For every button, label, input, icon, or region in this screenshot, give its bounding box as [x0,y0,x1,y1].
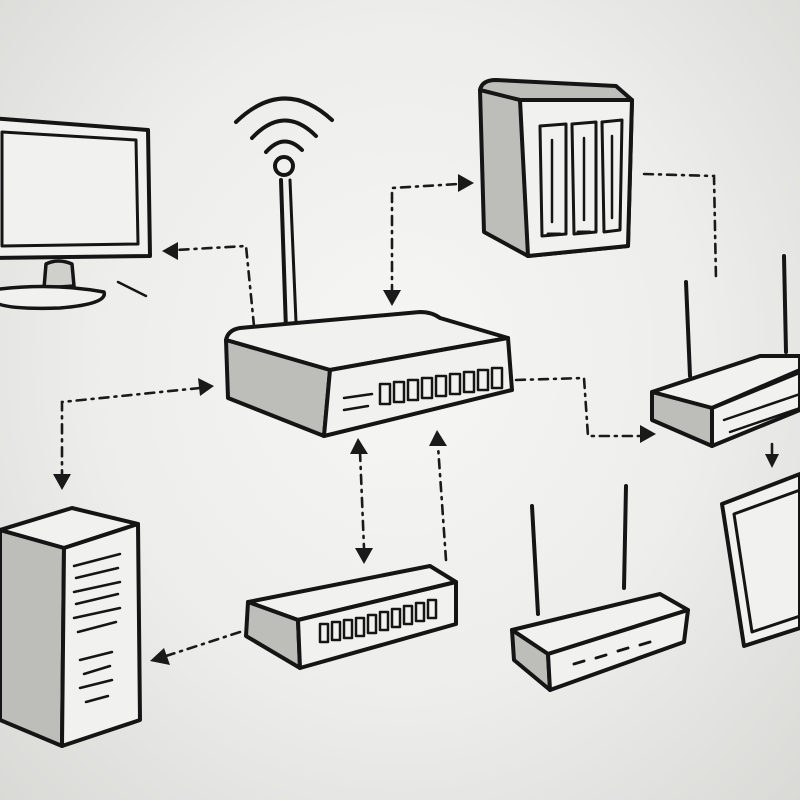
monitor-top-left[interactable] [0,116,152,311]
link-router-nas [390,182,460,296]
tablet-right[interactable] [720,472,800,648]
link-router-switch [358,450,366,550]
arrow-head [355,548,373,564]
switch-bottom[interactable] [244,564,458,670]
arrow-head [350,438,368,454]
link-router-server [60,386,202,476]
link-nas-accesspoint [642,172,718,282]
nas-top[interactable] [478,78,634,258]
wifi-antenna [234,96,334,332]
arrow-head [383,290,401,306]
arrow-head [53,474,71,490]
arrow-head [162,242,178,260]
arrow-head [640,425,656,443]
link-router-monitor [174,244,256,328]
links [53,172,779,665]
link-router-accesspoint [514,376,642,438]
arrow-head [198,378,214,396]
arrow-head [458,174,474,192]
arrow-head [150,648,170,665]
server-tower-left[interactable] [0,506,142,748]
router-ports [378,366,504,406]
arrow-head [429,430,447,446]
access-point-right[interactable] [650,254,800,448]
arrow-head [765,454,779,468]
main-router[interactable] [224,310,514,438]
link-switch-router [436,444,448,562]
switch-ports [318,598,438,644]
link-switch-server [164,630,242,658]
wireless-router-bottom[interactable] [510,484,690,692]
